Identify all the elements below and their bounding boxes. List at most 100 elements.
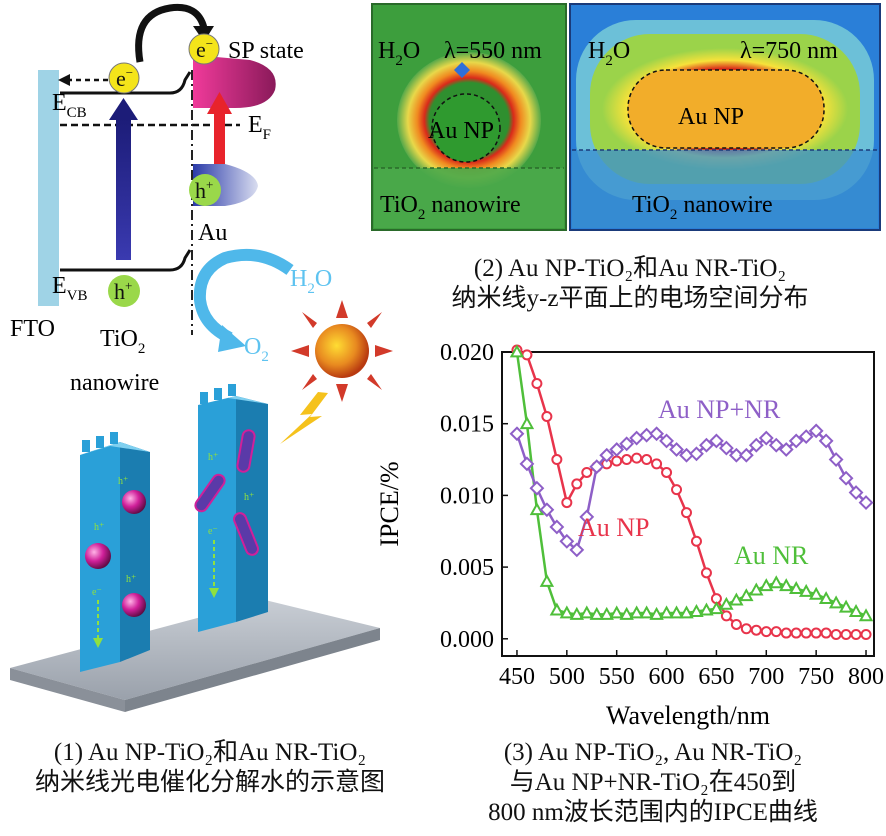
data-point-nr — [709, 601, 724, 615]
sp-state-lobe — [193, 56, 276, 108]
data-point-np — [720, 610, 732, 622]
data-point-npnr — [808, 423, 824, 439]
schematic-caption: (1) Au NP-TiO₂和Au NR-TiO₂ 纳米线光电催化分解水的示意图 — [0, 738, 420, 798]
data-point-npnr — [738, 447, 754, 463]
data-point-np — [681, 507, 693, 519]
field-map-750-wavelength: λ=750 nm — [740, 38, 838, 64]
data-point-np — [750, 624, 762, 636]
h2o-label: H2O — [290, 266, 332, 297]
plasmon-excitation-shaft — [214, 112, 225, 164]
data-point-np — [671, 484, 683, 496]
ipce-caption-line3: 800 nm波长范围内的IPCE曲线 — [488, 799, 818, 826]
series-label-np: Au NP — [578, 513, 650, 542]
data-point-npnr — [788, 433, 804, 449]
electron-transfer-arrowhead — [58, 74, 70, 86]
data-point-nr — [539, 573, 555, 587]
data-point-nr — [639, 605, 654, 619]
data-point-nr — [599, 606, 614, 620]
data-point-nr — [659, 605, 674, 619]
data-point-np — [780, 627, 792, 639]
data-point-npnr — [758, 430, 774, 446]
data-point-nr — [789, 581, 804, 595]
svg-text:h⁺: h⁺ — [118, 476, 128, 487]
o2-label: O2 — [244, 334, 269, 365]
data-point-nr — [769, 575, 784, 589]
schematic-panel: e− e− h+ h+ SP state ECB EF EVB FTO Au T… — [0, 0, 400, 740]
fto-electrode — [38, 70, 59, 306]
field-map-750-medium: H2O — [588, 38, 630, 69]
data-point-np — [621, 454, 633, 466]
data-point-np — [860, 628, 872, 640]
svg-text:h⁺: h⁺ — [126, 574, 136, 585]
series-group — [509, 344, 874, 640]
e-vb-label: EVB — [52, 273, 88, 304]
data-point-npnr — [649, 426, 664, 442]
data-point-npnr — [619, 436, 635, 452]
ipce-caption: (3) Au NP-TiO₂, Au NR-TiO₂ 与Au NP+NR-TiO… — [420, 738, 886, 828]
data-point-nr — [589, 606, 604, 620]
data-point-nr — [579, 605, 594, 619]
data-point-npnr — [828, 452, 844, 467]
data-point-np — [820, 627, 832, 639]
data-point-np — [551, 454, 563, 466]
field-maps-caption: (2) Au NP-TiO₂和Au NR-TiO₂ 纳米线y-z平面上的电场空间… — [400, 254, 860, 314]
data-point-npnr — [848, 485, 864, 500]
series-label-npnr: Au NP+NR — [658, 395, 781, 424]
data-point-nr — [519, 416, 535, 430]
svg-text:e⁻: e⁻ — [92, 587, 102, 598]
data-point-npnr — [669, 442, 684, 457]
hole-au-label: h+ — [195, 177, 213, 203]
water-oxidation-head — [218, 325, 246, 352]
data-point-npnr — [748, 437, 764, 453]
data-point-npnr — [609, 442, 625, 457]
data-point-np — [700, 567, 712, 579]
data-point-nr — [669, 605, 684, 619]
data-point-npnr — [569, 542, 585, 558]
data-point-npnr — [858, 495, 874, 510]
data-point-npnr — [689, 446, 704, 462]
field-map-550-wavelength: λ=550 nm — [444, 38, 542, 64]
svg-text:h⁺: h⁺ — [244, 492, 254, 503]
data-point-npnr — [778, 442, 794, 457]
plot-frame — [501, 351, 875, 657]
field-maps-panel: H2O λ=550 nm Au NP TiO2 nanowire H2O λ=7… — [366, 0, 886, 240]
data-point-npnr — [549, 519, 565, 535]
data-point-np — [541, 411, 553, 423]
x-tick-label: 600 — [649, 664, 685, 690]
data-point-npnr — [699, 437, 714, 453]
data-point-np — [651, 458, 663, 470]
x-tick-label: 550 — [599, 664, 635, 690]
substrate-slab-side — [125, 628, 380, 712]
data-point-npnr — [768, 437, 784, 453]
x-tick-label: 500 — [549, 664, 585, 690]
data-point-nr — [679, 605, 694, 619]
data-point-npnr — [529, 480, 545, 496]
data-point-np — [561, 497, 573, 509]
x-tick-label: 800 — [848, 664, 884, 690]
y-tick-label: 0.015 — [440, 412, 494, 438]
schematic-svg: e− e− h+ h+ SP state ECB EF EVB FTO Au T… — [10, 3, 393, 712]
x-axis-title: Wavelength/nm — [606, 701, 770, 730]
data-point-np — [641, 454, 653, 466]
data-point-np — [531, 378, 543, 390]
field-map-550-substrate: TiO2 nanowire — [380, 192, 521, 223]
electron-sp-circle — [188, 33, 220, 65]
electron-cb-label: e− — [116, 65, 133, 91]
data-point-nr — [569, 606, 584, 620]
data-point-npnr — [559, 533, 575, 549]
data-point-npnr — [798, 429, 814, 445]
data-point-npnr — [509, 426, 525, 442]
svg-text:h⁺: h⁺ — [208, 452, 218, 463]
data-point-npnr — [579, 509, 595, 525]
e-cb-label: ECB — [52, 90, 87, 121]
data-point-nr — [649, 606, 664, 620]
data-point-npnr — [709, 433, 724, 449]
hole-vb-circle — [108, 275, 140, 307]
data-point-np — [690, 535, 702, 547]
data-point-npnr — [539, 502, 555, 518]
data-point-nr — [559, 605, 575, 619]
substrate-slab — [10, 600, 380, 700]
